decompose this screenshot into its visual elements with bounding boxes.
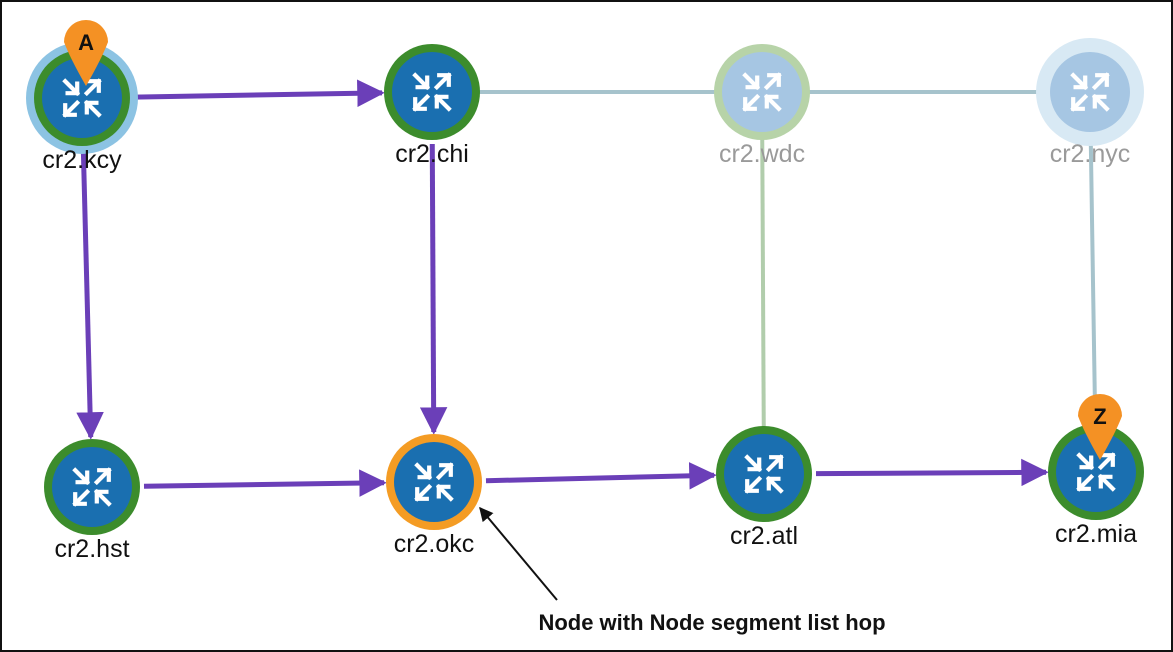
node-label-okc: cr2.okc — [394, 530, 475, 558]
annotation: Node with Node segment list hop — [479, 506, 886, 635]
node-label-wdc: cr2.wdc — [719, 140, 805, 168]
pin-icon — [1078, 394, 1122, 460]
node-wdc[interactable]: cr2.wdc — [714, 44, 810, 168]
endpoint-marker-a: A — [64, 20, 108, 86]
path-link-hst-okc — [143, 469, 387, 497]
node-kcy[interactable]: cr2.kcy — [26, 42, 138, 174]
node-nyc[interactable]: cr2.nyc — [1036, 38, 1144, 168]
path-link-atl-mia — [815, 458, 1049, 487]
node-label-atl: cr2.atl — [730, 522, 798, 550]
pin-icon — [64, 20, 108, 86]
path-link-kcy-chi — [133, 79, 385, 108]
path-link-kcy-hst — [76, 149, 104, 440]
node-label-chi: cr2.chi — [395, 140, 469, 168]
links-layer — [76, 79, 1098, 497]
endpoint-marker-z: Z — [1078, 394, 1122, 460]
path-link-chi-okc — [419, 143, 448, 435]
node-atl[interactable]: cr2.atl — [716, 426, 812, 550]
node-okc[interactable]: cr2.okc — [386, 434, 482, 558]
node-mia[interactable]: cr2.mia — [1048, 424, 1144, 548]
marker-letter: Z — [1093, 404, 1106, 429]
annotation-text: Node with Node segment list hop — [538, 610, 885, 635]
annotation-arrow — [479, 506, 558, 601]
path-link-okc-atl — [485, 462, 717, 490]
node-hst[interactable]: cr2.hst — [44, 439, 140, 563]
node-body — [392, 52, 472, 132]
node-label-mia: cr2.mia — [1055, 520, 1137, 548]
node-body — [1050, 52, 1130, 132]
node-label-nyc: cr2.nyc — [1050, 140, 1131, 168]
node-label-hst: cr2.hst — [54, 535, 129, 563]
node-body — [722, 52, 802, 132]
markers-layer: AZ — [64, 20, 1122, 460]
marker-letter: A — [78, 30, 94, 55]
node-label-kcy: cr2.kcy — [42, 146, 122, 174]
node-body — [42, 58, 122, 138]
node-body — [394, 442, 474, 522]
node-body — [724, 434, 804, 514]
node-body — [1056, 432, 1136, 512]
inactive-link-wdc-atl — [760, 91, 766, 475]
node-chi[interactable]: cr2.chi — [384, 44, 480, 168]
nodes-layer: cr2.kcy cr2.chi cr2.wdc cr2.nyc cr2.hst cr2.o… — [26, 38, 1144, 563]
node-body — [52, 447, 132, 527]
